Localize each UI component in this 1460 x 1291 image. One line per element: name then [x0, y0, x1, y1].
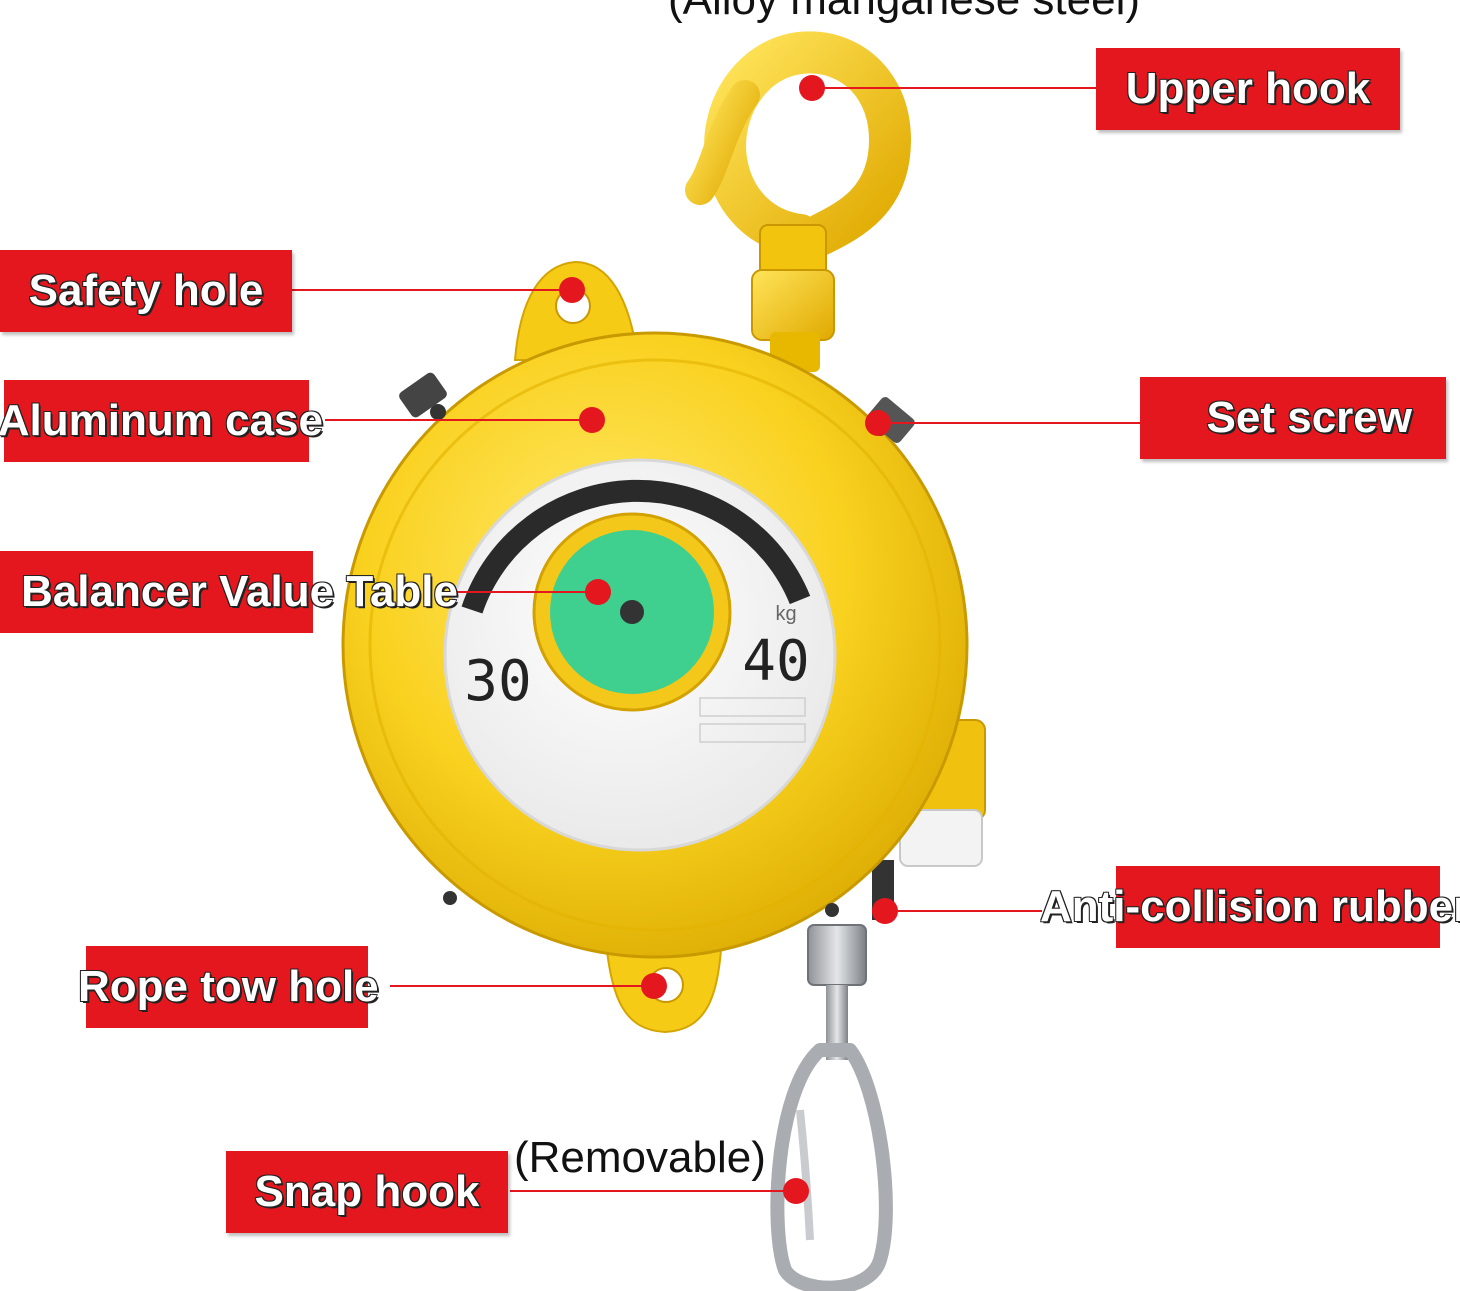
- cable-swivel: [807, 924, 867, 1060]
- dial-value-left: 30: [464, 649, 531, 714]
- callout-dot-aluminum-case: [579, 407, 605, 433]
- callout-dot-anti-collision-rubber: [872, 898, 898, 924]
- callout-dot-set-screw: [865, 410, 891, 436]
- label-snap-hook: Snap hook: [226, 1151, 508, 1233]
- label-safety-hole: Safety hole: [0, 250, 292, 332]
- label-set-screw: Set screw: [1140, 377, 1446, 459]
- callout-dot-safety-hole: [559, 277, 585, 303]
- removable-note: (Removable): [514, 1133, 766, 1182]
- leader-lines: [292, 87, 1140, 1192]
- dial-spec-plate: [699, 697, 806, 743]
- label-anti-collision-rubber: Anti-collision rubber: [1040, 866, 1460, 948]
- dial-value-right: 40: [742, 629, 809, 694]
- upper-hook-part: [685, 31, 912, 372]
- snap-hook-part: [770, 1043, 893, 1291]
- label-balancer-value-table: Balancer Value Table: [0, 551, 459, 633]
- material-note: (Alloy manganese steel): [668, 0, 1140, 22]
- callout-dot-balancer-value-table: [585, 579, 611, 605]
- callout-dot-rope-tow-hole: [641, 973, 667, 999]
- dial-unit: kg: [775, 603, 796, 625]
- label-rope-tow-hole: Rope tow hole: [77, 946, 390, 1028]
- balancer-dial: [443, 458, 837, 852]
- label-aluminum-case: Aluminum case: [0, 380, 325, 462]
- label-upper-hook: Upper hook: [1096, 48, 1400, 130]
- callout-dot-snap-hook: [783, 1178, 809, 1204]
- callout-dot-upper-hook: [799, 75, 825, 101]
